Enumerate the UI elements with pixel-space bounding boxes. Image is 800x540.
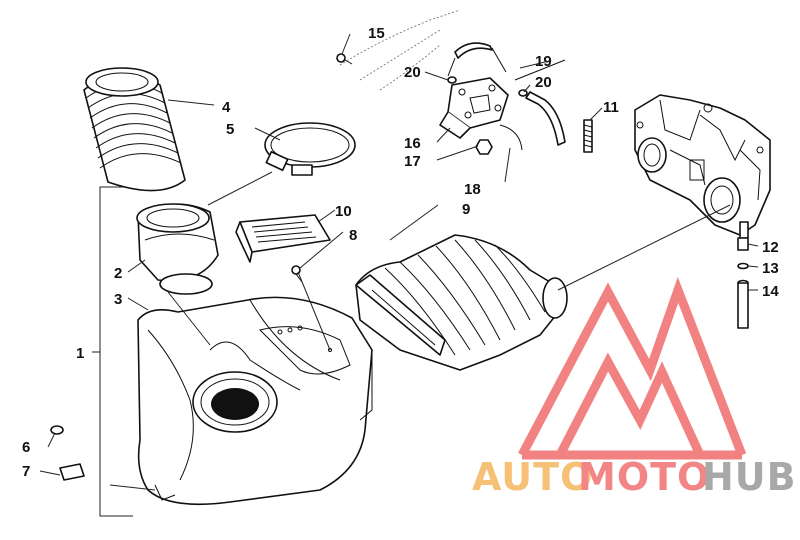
callout-17: 17 [404, 153, 421, 170]
callout-8: 8 [349, 227, 357, 244]
callout-19: 19 [535, 53, 552, 70]
watermark-text-hub: HUB [702, 455, 797, 499]
part-tube-14 [737, 279, 749, 329]
watermark-logo: AUTO MOTO HUB [472, 276, 797, 499]
callout-10: 10 [335, 203, 352, 220]
part-airbox [137, 296, 373, 506]
callout-13: 13 [762, 260, 779, 277]
part-tab-7 [59, 463, 85, 481]
callout-7: 7 [22, 463, 30, 480]
part-intake-adapter [136, 203, 219, 295]
part-decal [235, 214, 331, 263]
assembly-bracket [92, 186, 133, 517]
callout-15: 15 [368, 25, 385, 42]
callout-20b: 20 [535, 74, 552, 91]
airbox-opening [211, 388, 259, 420]
part-fitting-12 [737, 237, 749, 251]
part-hoses [447, 42, 566, 151]
part-grommet-6 [50, 425, 64, 435]
part-fuel-pump [439, 77, 509, 139]
callout-14: 14 [762, 283, 779, 300]
callout-1: 1 [76, 345, 84, 362]
callout-20a: 20 [404, 64, 421, 81]
part-intake-duct [355, 234, 568, 371]
callout-11: 11 [603, 99, 619, 116]
part-carburetor [634, 94, 771, 239]
part-clip-13 [737, 262, 749, 270]
part-clip-20a [447, 76, 457, 84]
callout-18: 18 [464, 181, 481, 198]
part-clamp [264, 122, 356, 176]
callout-12: 12 [762, 239, 779, 256]
watermark-text-moto: MOTO [578, 455, 710, 499]
part-bellows-boot [83, 67, 186, 192]
part-screw-8 [291, 265, 303, 283]
watermark-triangle-icon [518, 276, 747, 460]
callout-6: 6 [22, 439, 30, 456]
watermark-text-auto: AUTO [472, 455, 593, 499]
frame-outline [339, 9, 461, 91]
callout-16: 16 [404, 135, 421, 152]
part-clip-20b [518, 89, 528, 97]
callout-labels: 15 4 5 10 8 2 3 1 9 16 17 18 20 20 19 11… [22, 25, 779, 480]
callout-9: 9 [462, 201, 470, 218]
part-spring [583, 119, 593, 153]
part-nut-17 [475, 139, 493, 155]
callout-4: 4 [222, 99, 231, 116]
part-screw-15 [336, 53, 353, 65]
leader-lines [39, 33, 759, 491]
callout-5: 5 [226, 121, 234, 138]
callout-2: 2 [114, 265, 122, 282]
callout-3: 3 [114, 291, 122, 308]
